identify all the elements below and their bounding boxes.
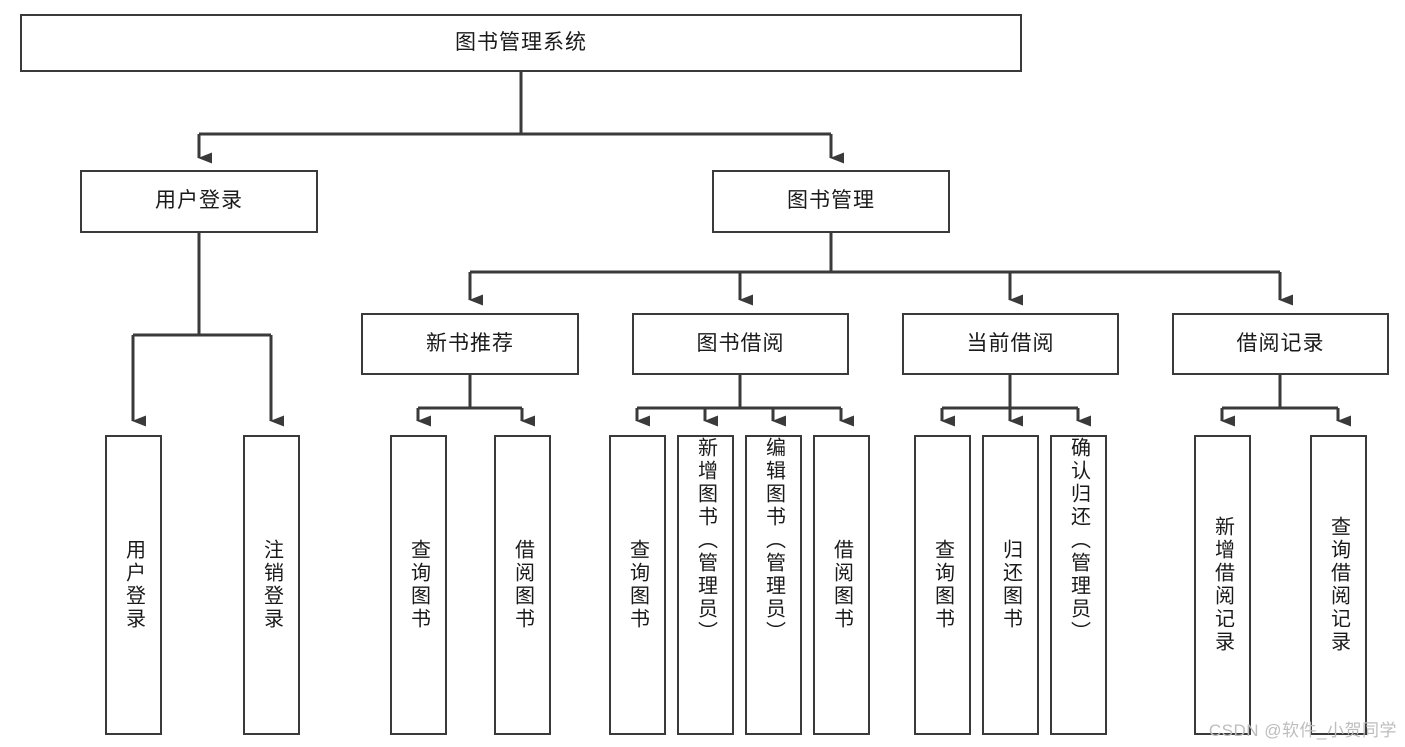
node-label: 确认归还（管理员） (1067, 437, 1090, 644)
node-book-manage[interactable]: 图书管理 (712, 170, 950, 233)
node-label: 新书推荐 (426, 331, 514, 355)
csdn-watermark: CSDN @软件_小贺同学 (1208, 721, 1397, 740)
node-label: 借阅图书 (511, 539, 534, 631)
node-label: 当前借阅 (966, 331, 1055, 355)
node-label: 查询借阅记录 (1327, 516, 1350, 654)
node-leaf-logout[interactable]: 注销登录 (243, 435, 300, 735)
node-leaf-query-book-1[interactable]: 查询图书 (390, 435, 447, 735)
node-leaf-query-book-2[interactable]: 查询图书 (609, 435, 666, 735)
node-label: 查询图书 (407, 539, 430, 631)
node-label: 图书借阅 (696, 331, 785, 355)
node-leaf-confirm-return[interactable]: 确认归还（管理员） (1050, 435, 1107, 735)
node-current-borrow[interactable]: 当前借阅 (902, 313, 1119, 375)
node-book-borrow[interactable]: 图书借阅 (632, 313, 849, 375)
node-label: 归还图书 (999, 539, 1022, 631)
node-label: 新增借阅记录 (1211, 516, 1234, 654)
node-new-book-recommend[interactable]: 新书推荐 (361, 313, 579, 375)
node-leaf-query-book-3[interactable]: 查询图书 (914, 435, 971, 735)
node-label: 新增图书（管理员） (694, 437, 717, 644)
node-leaf-user-login[interactable]: 用户登录 (105, 435, 162, 735)
node-label: 借阅记录 (1236, 331, 1325, 355)
node-borrow-record[interactable]: 借阅记录 (1172, 313, 1389, 375)
node-leaf-edit-book[interactable]: 编辑图书（管理员） (745, 435, 802, 735)
node-leaf-borrow-book-1[interactable]: 借阅图书 (494, 435, 551, 735)
node-label: 注销登录 (260, 539, 283, 631)
node-label: 编辑图书（管理员） (762, 437, 785, 644)
node-label: 用户登录 (155, 189, 243, 213)
node-user-login[interactable]: 用户登录 (80, 170, 318, 233)
node-root-book-management-system[interactable]: 图书管理系统 (20, 14, 1022, 72)
node-leaf-add-record[interactable]: 新增借阅记录 (1194, 435, 1251, 735)
node-label: 图书管理系统 (455, 30, 587, 54)
node-label: 查询图书 (626, 539, 649, 631)
node-label: 用户登录 (122, 539, 145, 631)
node-label: 借阅图书 (830, 539, 853, 631)
node-leaf-return-book[interactable]: 归还图书 (982, 435, 1039, 735)
node-label: 查询图书 (931, 539, 954, 631)
node-leaf-borrow-book-2[interactable]: 借阅图书 (813, 435, 870, 735)
node-leaf-query-record[interactable]: 查询借阅记录 (1310, 435, 1367, 735)
node-leaf-add-book[interactable]: 新增图书（管理员） (677, 435, 734, 735)
node-label: 图书管理 (787, 189, 875, 213)
